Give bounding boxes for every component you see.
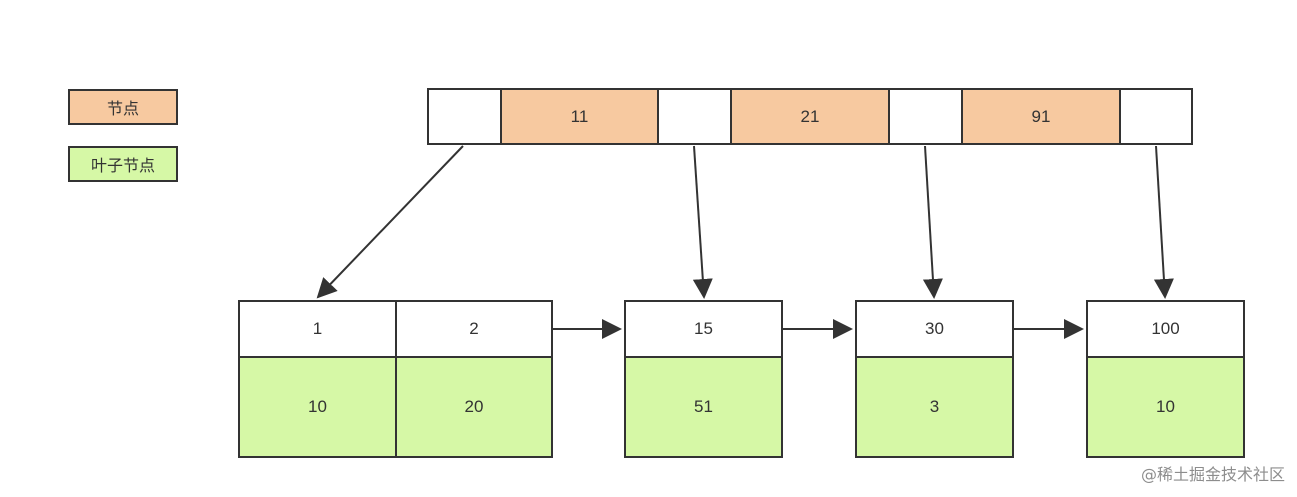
leaf-3-key-1-label: 30 [925,319,944,338]
watermark: @稀土掘金技术社区 [1140,465,1285,484]
leaf-3-key-1: 30 [855,300,1014,358]
root-key-2-label: 21 [800,106,820,126]
root-key-1: 11 [500,88,659,145]
root-pointer-4 [1119,88,1193,145]
leaf-4-value-1-label: 10 [1156,397,1175,416]
legend-leaf: 叶子节点 [68,146,178,182]
leaf-3-value-1: 3 [855,356,1014,458]
leaf-1-key-1: 1 [238,300,397,358]
leaf-3-value-1-label: 3 [929,397,940,416]
root-pointer-1 [427,88,502,145]
leaf-1-key-1-label: 1 [312,319,323,338]
root-key-1-label: 11 [570,106,589,126]
leaf-4-key-1: 100 [1086,300,1245,358]
root-key-2: 21 [730,88,890,145]
leaf-1-value-2: 20 [395,356,553,458]
legend-node: 节点 [68,89,178,125]
legend-leaf-label: 叶子节点 [90,156,155,175]
leaf-1-value-1-label: 10 [308,397,327,416]
arrow-root-to-leaf-3 [922,145,943,299]
root-key-3-label: 91 [1031,106,1051,126]
leaf-4-key-1-label: 100 [1151,319,1180,338]
leaf-2-value-1-label: 51 [694,397,713,416]
leaf-4-value-1: 10 [1086,356,1245,458]
root-pointer-3 [888,88,963,145]
leaf-2-key-1: 15 [624,300,783,358]
arrow-root-to-leaf-1 [316,145,464,299]
leaf-1-key-2: 2 [395,300,553,358]
leaf-2-value-1: 51 [624,356,783,458]
legend-node-label: 节点 [106,99,139,118]
arrow-root-to-leaf-2 [692,145,713,299]
arrow-root-to-leaf-4 [1153,145,1174,299]
root-pointer-2 [657,88,732,145]
leaf-1-value-1: 10 [238,356,397,458]
leaf-1-value-2-label: 20 [464,397,484,416]
root-key-3: 91 [961,88,1121,145]
leaf-2-key-1-label: 15 [694,319,713,338]
leaf-1-key-2-label: 2 [469,319,479,338]
